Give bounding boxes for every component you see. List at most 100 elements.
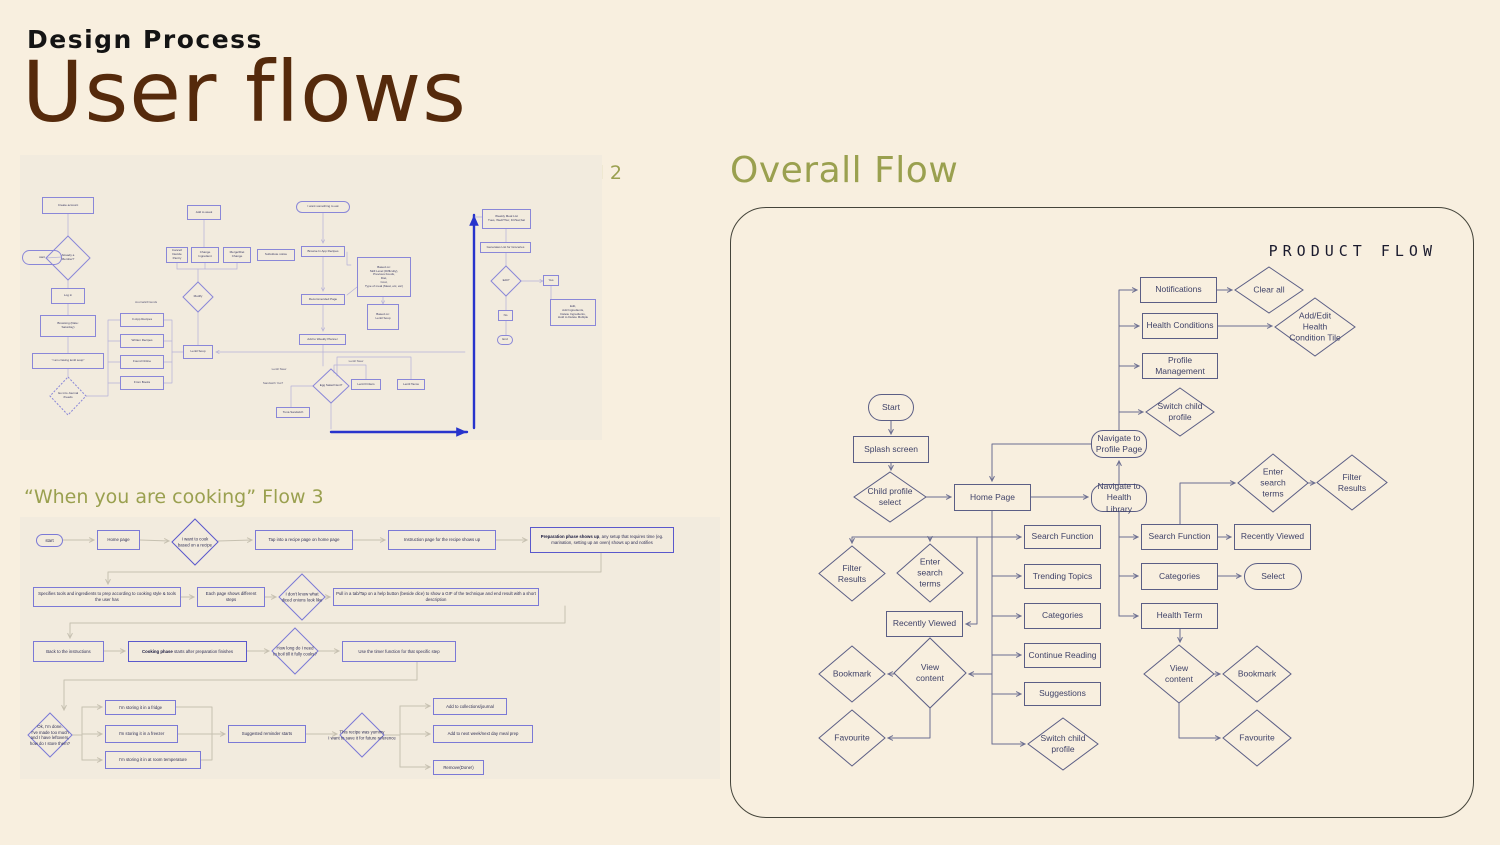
cooking-phase: Cooking phase starts after preparation f…: [128, 641, 247, 662]
craving-soup: “I am craving lentil soup”: [32, 353, 104, 369]
flow-3-heading: “When you are cooking” Flow 3: [24, 486, 324, 508]
flow-edges: [61, 537, 602, 770]
categories-2: Categories: [1141, 563, 1218, 590]
cancel-decide: Cancel/Decide Pantry: [166, 247, 188, 263]
lentil-tacos: Lentil Tacos: [397, 379, 425, 390]
substitute-notice: Substitute notice: [257, 249, 295, 261]
favourite-2: Favourite: [1222, 709, 1292, 767]
back-to-instructions: Back to the instructions: [33, 641, 104, 662]
add-to-week: Add to week: [187, 205, 221, 220]
continue-reading: Continue Reading: [1024, 643, 1101, 668]
want-something-to-eat: I want something to eat: [296, 201, 350, 213]
suggestions: Suggestions: [1024, 682, 1101, 706]
flow-edges: [45, 212, 552, 437]
splash-screen: Splash screen: [853, 436, 929, 463]
home-page: Home Page: [954, 484, 1031, 511]
health-term: Health Term: [1141, 603, 1218, 629]
browsing-date: Browsing (Date:Saturday): [40, 315, 96, 337]
select: Select: [1244, 563, 1302, 590]
edit-question: Edit?: [490, 265, 522, 297]
flow-edges: [849, 287, 1317, 747]
start: Start: [868, 394, 914, 421]
journals-friends-label: Journals/Friends: [134, 300, 158, 305]
use-timer: Use the timer function for that specific…: [342, 641, 456, 662]
edge-label-lentil-stew-2: Lentil Stew: [348, 358, 364, 363]
storing-room-temp: I'm storing it in at room temperature: [105, 751, 201, 769]
clear-all: Clear all: [1234, 266, 1304, 314]
journal-feeds: Go into Journal/Feeds: [49, 376, 87, 416]
recently-viewed-1: Recently Viewed: [886, 611, 963, 637]
add-to-next-week: Add to next week/next day meal prep: [433, 725, 533, 743]
tuna-sandwich: Tuna Sandwich: [276, 407, 310, 418]
egg-salad-next: Egg Salad Next?: [312, 368, 350, 404]
eyebrow-design-process: Design Process: [27, 25, 263, 54]
trending-topics: Trending Topics: [1024, 564, 1101, 589]
suggested-reminder: Suggested reminder starts: [228, 725, 306, 743]
modify: Modify: [182, 281, 214, 313]
recommended-page: Recommended Page: [301, 294, 345, 305]
in-app-recipes: In App Recipes: [120, 313, 164, 327]
each-page-steps: Each page shows different steps: [197, 587, 265, 607]
based-on-criteria: Based on:Skill Level (Difficulty),Previo…: [357, 257, 411, 297]
add-to-weekly-planner: Add to Weekly Planner: [299, 334, 346, 345]
overall-flow-heading: Overall Flow: [730, 150, 959, 191]
based-on-lentil: Based on:Lentil Soup: [367, 304, 399, 330]
no-box: No: [498, 310, 513, 321]
categories-1: Categories: [1024, 603, 1101, 629]
add-to-collections: Add to collections/journal: [433, 698, 507, 715]
search-function-1: Search Function: [1024, 525, 1101, 549]
bookmark-1: Bookmark: [818, 645, 886, 703]
recently-viewed-2: Recently Viewed: [1234, 524, 1311, 550]
start-oval: start: [36, 534, 63, 547]
specifies-tools: Specifies tools and ingredients to prep …: [33, 587, 181, 607]
flow-panel: [20, 517, 720, 779]
end-oval: End: [497, 335, 513, 345]
written-recipes: Written Recipes: [120, 334, 164, 348]
favourite-1: Favourite: [818, 709, 886, 767]
product-flow-label: PRODUCT FLOW: [1268, 242, 1437, 260]
edge-label-lentil-stew-1: Lentil Stew: [271, 366, 287, 371]
notifications: Notifications: [1140, 277, 1217, 303]
yes-box: Yes: [543, 275, 559, 286]
create-account: Create account: [42, 197, 94, 214]
storing-fridge: I'm storing it in a fridge: [105, 700, 176, 715]
edge-label-sandwich-yes: Sandwich Yes?: [262, 380, 284, 385]
remove-done: Remove(Done!): [433, 760, 484, 775]
health-conditions: Health Conditions: [1142, 313, 1218, 339]
log-in: Log in: [51, 288, 85, 304]
page-title: User flows: [22, 43, 467, 141]
found-online: Found Online: [120, 355, 164, 369]
from-books: From Books: [120, 376, 164, 390]
generates-list: Generates List for Groceries: [480, 242, 531, 253]
profile-management: Profile Management: [1142, 353, 1218, 379]
tap-into-recipe: Tap into a recipe page on home page: [255, 530, 353, 550]
lentil-fritters: Lentil Fritters: [351, 379, 381, 390]
start-oval: start: [22, 250, 62, 265]
